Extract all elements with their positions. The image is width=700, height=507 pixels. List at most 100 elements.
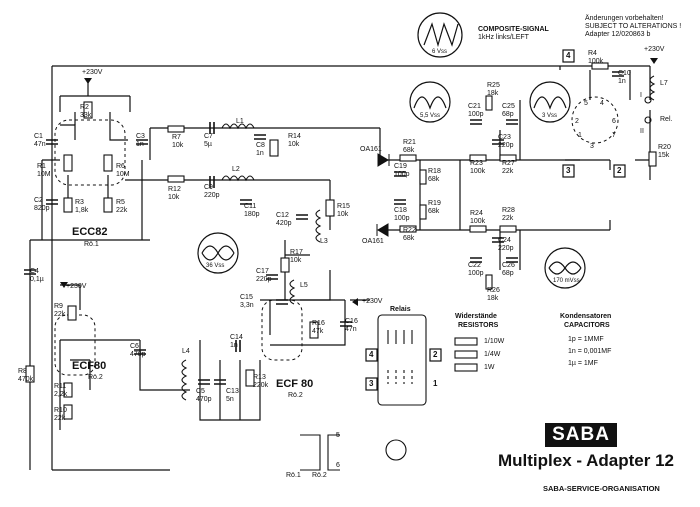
schematic-title: Multiplex - Adapter 12	[498, 451, 675, 470]
socket-pin-3: 3	[590, 143, 594, 150]
terminal-4: 4	[566, 51, 571, 60]
label-rel: Rel.	[660, 116, 673, 123]
relais-term-3: 3	[369, 379, 374, 388]
scope-3v	[529, 81, 571, 123]
label-D1: OA161	[360, 146, 382, 153]
label-L7: L7	[660, 80, 668, 87]
ecf80a-label: ECF80	[72, 360, 107, 372]
relais-term-1: 1	[433, 379, 438, 388]
label-L4: L4	[182, 348, 190, 355]
supply-label-4: +230V	[362, 298, 383, 305]
socket-pin-6: 6	[612, 118, 616, 125]
relais-term-4: 4	[369, 350, 374, 359]
relais-title: Relais	[390, 306, 411, 313]
res-legend-3-label: 1W	[484, 364, 495, 371]
terminal-2: 2	[617, 166, 622, 175]
scope3-label: 3 Vss	[542, 113, 558, 119]
scope-waveforms	[201, 22, 582, 275]
terminal-3: 3	[566, 166, 571, 175]
socket-pin-2: 2	[575, 118, 579, 125]
cap-legend-sub: CAPACITORS	[564, 322, 610, 329]
brand-logo: SABA	[545, 423, 617, 447]
scope4-label: 36 Vss	[206, 263, 225, 269]
relais-term-2: 2	[433, 350, 438, 359]
scope-5v5	[409, 81, 451, 123]
supply-label-3: +230V	[644, 46, 665, 53]
label-rel-II: II	[640, 128, 644, 135]
socket-pin-1: 1	[578, 132, 582, 139]
ecf80b-label: ECF 80	[276, 378, 314, 390]
terminal-boxes	[365, 49, 626, 391]
relay-box	[377, 314, 427, 406]
scope2-label: 5,5 Vss	[420, 113, 441, 119]
cap-legend-1: 1p = 1MMF	[568, 336, 604, 343]
resistors	[25, 62, 657, 420]
res-legend-2	[454, 350, 478, 359]
notice-line3: Adapter 12/020863 b	[585, 31, 651, 38]
ro2b-label: Rö.2	[288, 392, 303, 399]
label-L3: L3	[320, 238, 328, 245]
res-legend-3	[454, 363, 478, 372]
scope1-label: 6 Vss	[432, 49, 448, 55]
supply-arrows	[60, 58, 658, 306]
notice-line2: SUBJECT TO ALTERATIONS !	[585, 23, 682, 30]
ecf80b-envelope	[261, 299, 303, 361]
supply-label-1: +230V	[82, 69, 103, 76]
res-legend-title: Widerstände	[455, 313, 497, 320]
capacitors	[24, 71, 624, 385]
octal-socket	[571, 96, 619, 144]
ro2a-label: Rö.2	[88, 374, 103, 381]
label-rel-I: I	[640, 92, 642, 99]
scope-composite	[417, 12, 463, 58]
socket-pin-4: 4	[600, 100, 604, 107]
label-D2: OA161	[362, 238, 384, 245]
terminal-6: 6	[336, 462, 340, 469]
socket-pin-7: 7	[612, 132, 616, 139]
composite-label: COMPOSITE-SIGNAL	[478, 26, 549, 33]
label-L1: L1	[236, 118, 244, 125]
socket-bottom	[385, 439, 407, 461]
cap-legend-2: 1n = 0,001MF	[568, 348, 612, 355]
